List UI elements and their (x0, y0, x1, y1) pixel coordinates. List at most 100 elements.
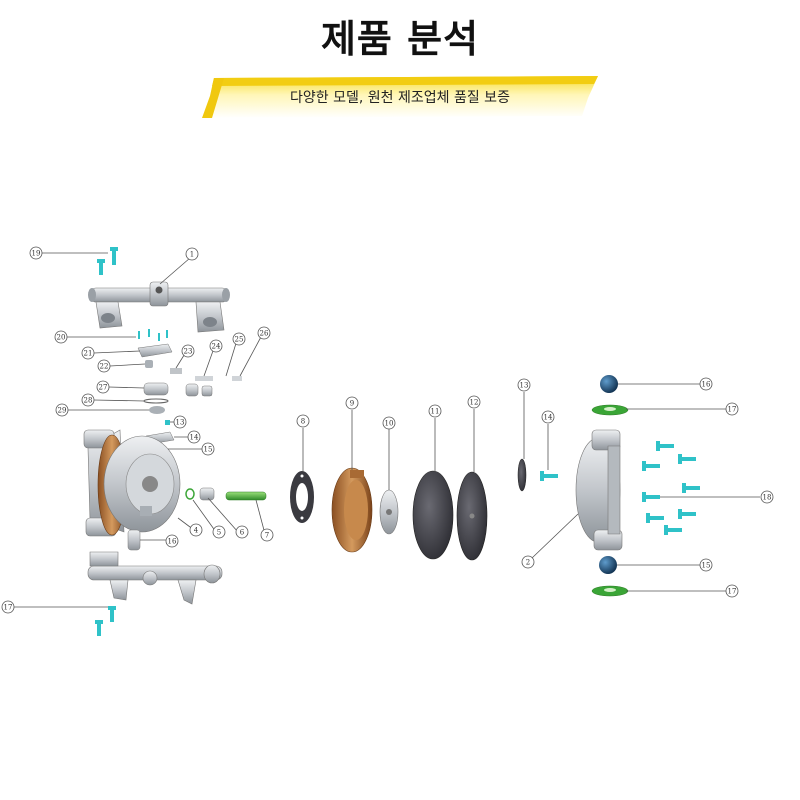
callout-c22: 22 (97, 359, 111, 373)
callout-c13b: 13 (517, 378, 531, 392)
callout-number: 2 (526, 558, 530, 566)
callout-number: 17 (728, 405, 737, 413)
diaphragm-center (469, 513, 475, 519)
callout-c4: 4 (189, 523, 203, 537)
callout-circle (212, 525, 226, 539)
callout-c16a: 16 (165, 534, 179, 548)
callout-number: 19 (32, 249, 41, 257)
callout-circle (209, 339, 223, 353)
callout-circle (181, 344, 195, 358)
callout-c24: 24 (209, 339, 223, 353)
callout-circle (1, 600, 15, 614)
callout-circle (517, 378, 531, 392)
callout-circle (201, 442, 215, 456)
check-ball-lower (599, 556, 617, 574)
bushing (127, 529, 141, 551)
callout-number: 28 (84, 396, 93, 404)
callout-c1: 1 (185, 247, 199, 261)
diaphragm-inner (412, 470, 454, 560)
callout-c27: 27 (96, 380, 110, 394)
callout-c20: 20 (54, 330, 68, 344)
callout-circle (235, 525, 249, 539)
valve-seat-lower-hole (604, 588, 616, 592)
callout-number: 5 (217, 528, 221, 536)
callout-number: 6 (240, 528, 245, 536)
callout-c28: 28 (81, 393, 95, 407)
callout-c11: 11 (428, 404, 442, 418)
callout-circle (725, 584, 739, 598)
callout-circle (81, 346, 95, 360)
callout-number: 16 (168, 537, 177, 545)
callout-circle (699, 377, 713, 391)
callout-circle (97, 359, 111, 373)
left-air-chamber (83, 429, 181, 537)
callout-c2: 2 (521, 555, 535, 569)
callout-number: 15 (204, 445, 213, 453)
callout-number: 11 (431, 407, 440, 415)
callout-c15a: 15 (201, 442, 215, 456)
callout-circle (187, 430, 201, 444)
callout-circle (257, 326, 271, 340)
callout-circle (54, 330, 68, 344)
right-fluid-chamber (575, 429, 623, 551)
callout-number: 22 (100, 362, 109, 370)
bottom-manifold (87, 551, 223, 605)
callout-number: 14 (190, 433, 199, 441)
callout-number: 10 (385, 419, 394, 427)
callout-c26: 26 (257, 326, 271, 340)
page-title: 제품 분석 (320, 17, 480, 61)
callout-circle (165, 534, 179, 548)
top-bolts (97, 247, 118, 275)
callout-c19: 19 (29, 246, 43, 260)
callout-number: 4 (194, 526, 199, 534)
callout-circle (81, 393, 95, 407)
callout-number: 27 (99, 383, 108, 391)
callout-circle (260, 528, 274, 542)
callout-circle (173, 415, 187, 429)
callout-c16b: 16 (699, 377, 713, 391)
callout-number: 23 (184, 347, 193, 355)
callout-number: 25 (235, 335, 244, 343)
callout-c18: 18 (760, 490, 774, 504)
bottom-bolts (95, 606, 116, 636)
callout-c15b: 15 (699, 558, 713, 572)
callout-c29: 29 (55, 403, 69, 417)
callout-number: 20 (57, 333, 66, 341)
callout-number: 1 (190, 250, 194, 258)
callout-number: 18 (763, 493, 772, 501)
callout-c14a: 14 (187, 430, 201, 444)
callout-circle (382, 416, 396, 430)
callout-circle (232, 332, 246, 346)
callout-number: 26 (260, 329, 269, 337)
callout-circle (428, 404, 442, 418)
banner-subtitle: 다양한 모델, 원천 제조업체 품질 보증 (290, 90, 510, 106)
subtitle-banner: 다양한 모델, 원천 제조업체 품질 보증 (200, 76, 600, 118)
right-bolts (642, 441, 700, 535)
callout-number: 13 (176, 418, 185, 426)
shaft-assembly (185, 487, 267, 501)
callout-circle (345, 396, 359, 410)
callout-c23: 23 (181, 344, 195, 358)
callout-number: 15 (702, 561, 711, 569)
callout-number: 16 (702, 380, 711, 388)
callout-number: 9 (350, 399, 354, 407)
callout-number: 14 (544, 413, 553, 421)
callout-c25: 25 (232, 332, 246, 346)
diaphragm-cover (331, 467, 373, 553)
check-ball-upper (600, 375, 618, 393)
callout-circle (296, 414, 310, 428)
callout-circle (96, 380, 110, 394)
callout-number: 13 (520, 381, 529, 389)
center-bolt (540, 471, 558, 481)
callout-circle (29, 246, 43, 260)
callout-number: 24 (212, 342, 221, 350)
callout-c17c: 17 (725, 584, 739, 598)
callout-circle (541, 410, 555, 424)
callout-c8: 8 (296, 414, 310, 428)
banner-brush-stroke (202, 76, 598, 118)
callout-c6: 6 (235, 525, 249, 539)
callout-circle (725, 402, 739, 416)
callout-circle (760, 490, 774, 504)
callout-c5: 5 (212, 525, 226, 539)
